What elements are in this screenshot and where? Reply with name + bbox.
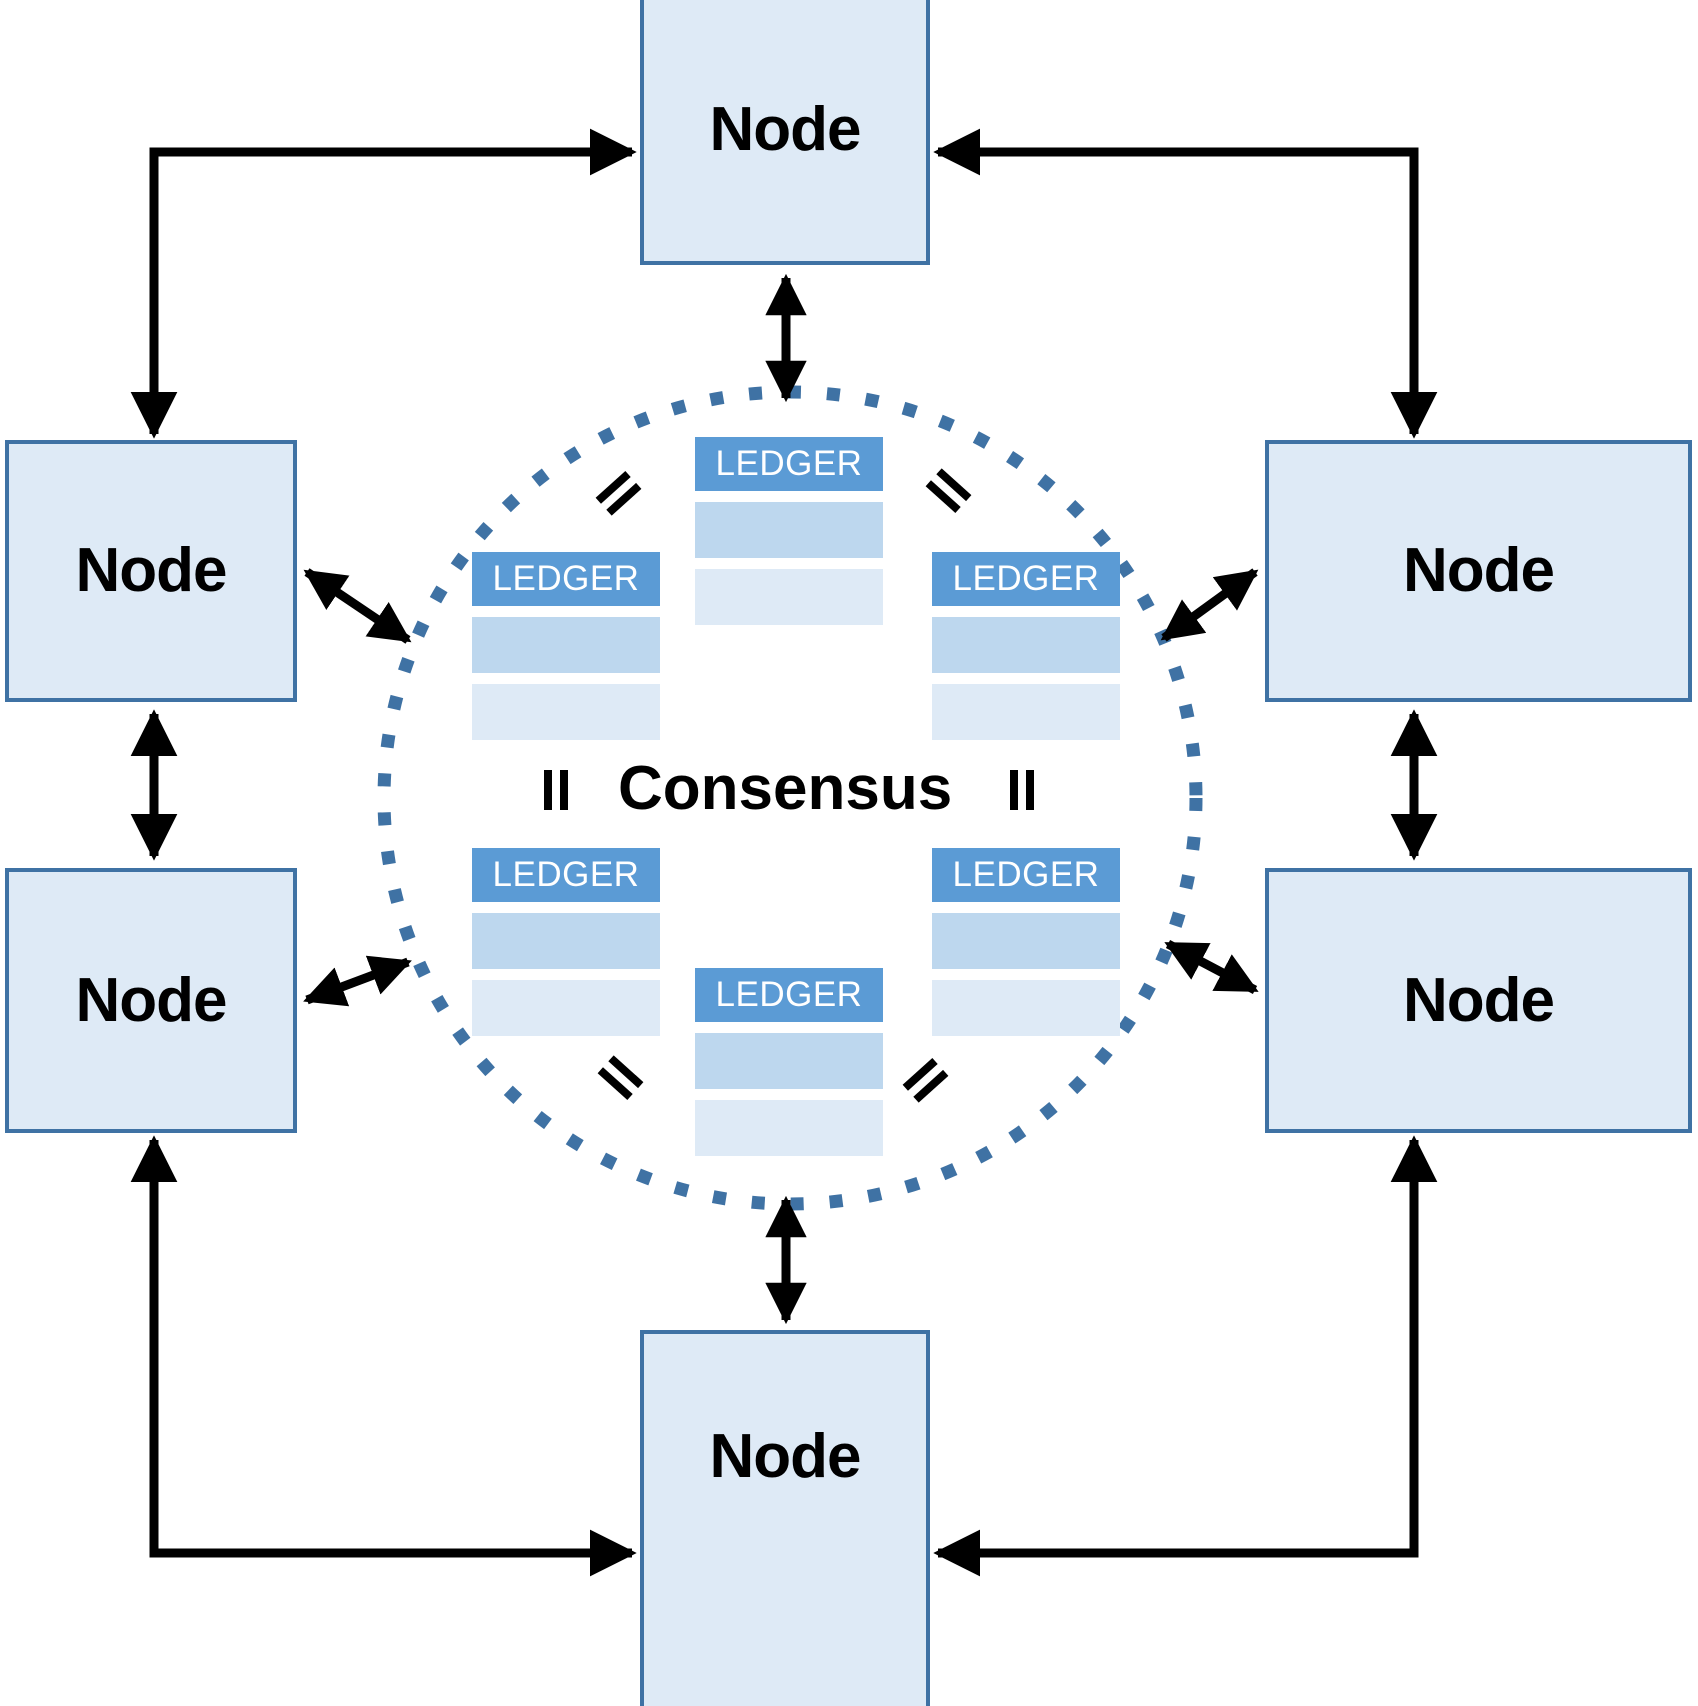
ledger-upper-left-bar-1 (472, 617, 660, 673)
ledger-upper-right[interactable]: LEDGER (932, 552, 1120, 740)
node-bottom[interactable]: Node (640, 1330, 930, 1706)
ledger-top-bar-2 (695, 569, 883, 625)
node-right-lower[interactable]: Node (1265, 868, 1692, 1133)
node-left-upper-label: Node (75, 536, 228, 605)
ledger-bottom-bar-2 (695, 1100, 883, 1156)
ledger-upper-left-header: LEDGER (472, 552, 660, 606)
ledger-lower-left-header: LEDGER (472, 848, 660, 902)
arrow-elbow-top-right (933, 128, 1438, 439)
ledger-lower-left-bar-1 (472, 913, 660, 969)
ledger-lower-left[interactable]: LEDGER (472, 848, 660, 1036)
ledger-lower-left-bar-2 (472, 980, 660, 1036)
ledger-bottom-bar-1 (695, 1033, 883, 1089)
ledger-bottom-header: LEDGER (695, 968, 883, 1022)
ledger-upper-right-bar-1 (932, 617, 1120, 673)
ledger-upper-left-bar-2 (472, 684, 660, 740)
ledger-lower-right[interactable]: LEDGER (932, 848, 1120, 1036)
ledger-lower-right-bar-1 (932, 913, 1120, 969)
node-left-upper[interactable]: Node (5, 440, 297, 702)
node-right-upper-label: Node (1403, 536, 1555, 605)
node-right-lower-label: Node (1403, 965, 1555, 1035)
node-top[interactable]: Node (640, 0, 930, 265)
ledger-top-header: LEDGER (695, 437, 883, 491)
arrow-elbow-bottom-left (130, 1135, 637, 1577)
arrow-circle-to-node-right-lower (1164, 940, 1259, 994)
node-top-label: Node (709, 94, 862, 164)
arrow-circle-to-node-right-upper (1160, 568, 1259, 642)
node-bottom-label: Node (709, 1422, 862, 1491)
ledger-lower-right-header: LEDGER (932, 848, 1120, 902)
ledger-upper-right-header: LEDGER (932, 552, 1120, 606)
arrow-elbow-top-left (130, 128, 637, 439)
consensus-label: Consensus (618, 754, 953, 823)
arrow-circle-to-node-left-lower (303, 955, 412, 1007)
node-right-upper[interactable]: Node (1265, 440, 1692, 702)
equals-mid-left-icon (534, 766, 578, 810)
ledger-upper-right-bar-2 (932, 684, 1120, 740)
node-left-lower-label: Node (75, 965, 228, 1035)
equals-mid-right-icon (1000, 766, 1044, 810)
arrow-circle-to-node-left-upper (303, 568, 412, 644)
ledger-top-bar-1 (695, 502, 883, 558)
ledger-upper-left[interactable]: LEDGER (472, 552, 660, 740)
ledger-top[interactable]: LEDGER (695, 437, 883, 625)
node-left-lower[interactable]: Node (5, 868, 297, 1133)
arrow-elbow-bottom-right (933, 1135, 1438, 1577)
ledger-bottom[interactable]: LEDGER (695, 968, 883, 1156)
ledger-lower-right-bar-2 (932, 980, 1120, 1036)
